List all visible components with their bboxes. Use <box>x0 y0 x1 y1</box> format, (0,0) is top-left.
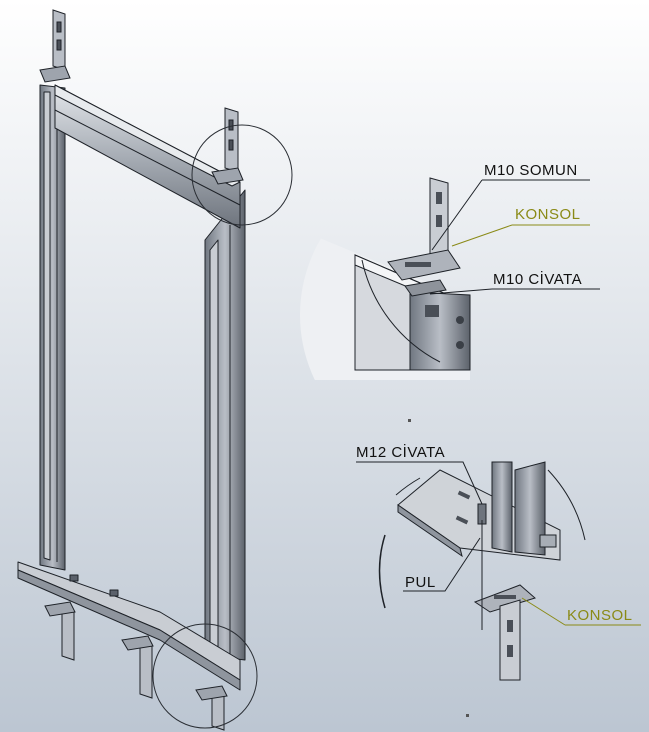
tick-mark-2 <box>466 714 469 717</box>
leader-konsol-bottom <box>521 597 641 626</box>
leader-konsol-top <box>451 224 590 247</box>
label-pul: PUL <box>405 574 436 591</box>
label-konsol-bottom: KONSOL <box>567 607 633 624</box>
detail-arc-bottom-right <box>547 469 586 541</box>
leader-m12-civata <box>356 461 483 505</box>
leader-m10-somun <box>431 179 590 251</box>
leader-lines <box>356 179 641 626</box>
bracket-bottom-2 <box>139 639 153 699</box>
leader-m10-civata <box>429 288 600 295</box>
detail-circle-top <box>191 124 293 226</box>
detail-circle-bottom <box>152 623 258 729</box>
detail-arc-bottom-left <box>378 534 386 609</box>
label-m12-civata: M12 CİVATA <box>356 444 446 461</box>
main-frame <box>17 84 246 691</box>
tick-mark-1 <box>408 419 411 422</box>
detail-arc-top <box>361 259 441 363</box>
detail-view-top <box>300 177 471 380</box>
leader-pul <box>403 537 481 592</box>
detail-view-bottom <box>397 461 561 681</box>
label-m10-civata: M10 CİVATA <box>493 271 583 288</box>
bracket-bottom-1 <box>61 607 75 661</box>
frame-brackets <box>39 9 244 731</box>
label-konsol-top: KONSOL <box>515 206 581 223</box>
label-m10-somun: M10 SOMUN <box>484 162 578 179</box>
